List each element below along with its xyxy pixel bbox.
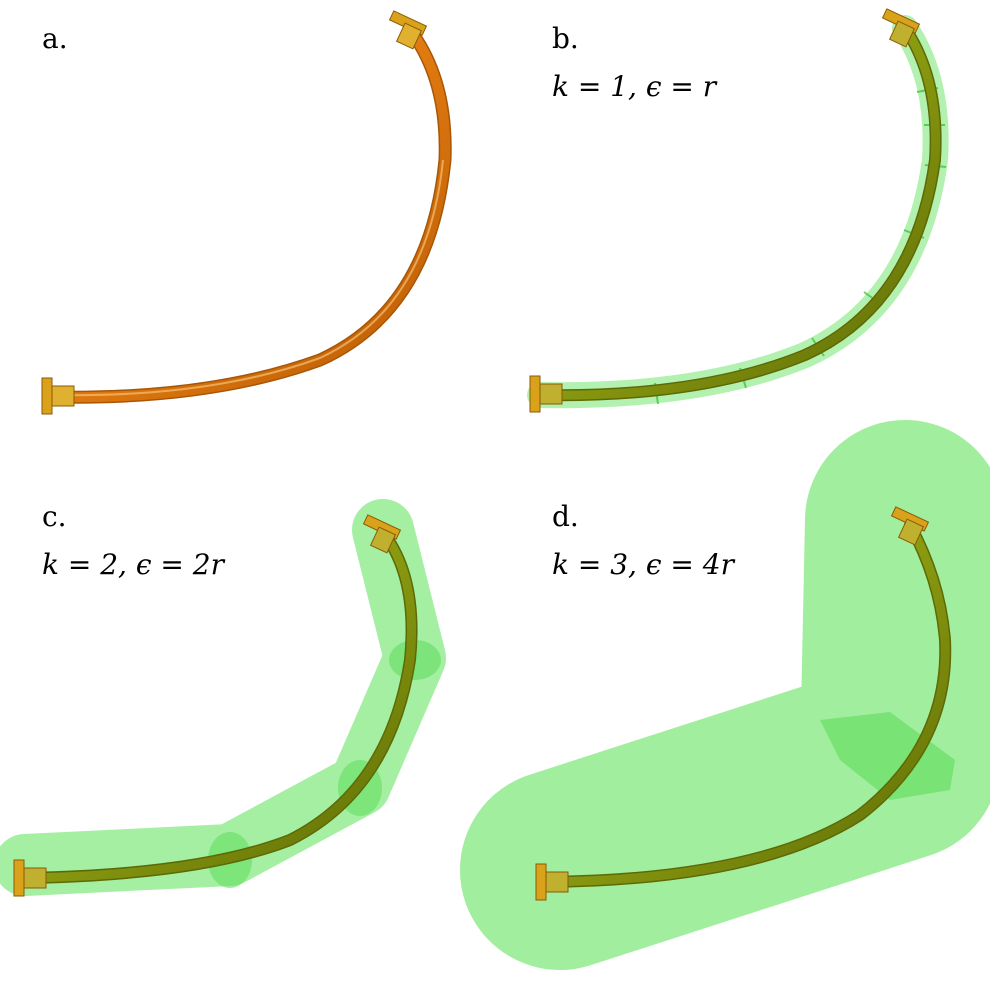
flange-top-a bbox=[388, 10, 428, 50]
panel-c-label: c. bbox=[42, 500, 67, 533]
flange-left-d bbox=[535, 863, 569, 901]
panel-d-caption: k = 3, ϵ = 4r bbox=[552, 548, 734, 581]
hull-joint-d bbox=[820, 712, 955, 800]
flange-left-a bbox=[41, 377, 75, 415]
panel-a-label: a. bbox=[42, 22, 68, 55]
flange-top-c bbox=[362, 514, 402, 554]
panel-b-caption: k = 1, ϵ = r bbox=[552, 70, 717, 103]
panel-d-hull bbox=[460, 420, 990, 970]
panel-c-caption: k = 2, ϵ = 2r bbox=[42, 548, 224, 581]
panel-a-pipe bbox=[41, 10, 452, 415]
flange-top-b bbox=[881, 8, 921, 48]
panel-c-hull bbox=[0, 499, 446, 897]
panel-b-label: b. bbox=[552, 22, 579, 55]
panel-b-hull bbox=[527, 8, 949, 413]
panel-d-label: d. bbox=[552, 500, 579, 533]
flange-top-d bbox=[890, 506, 930, 546]
flange-left-c bbox=[13, 859, 47, 897]
flange-left-b bbox=[529, 375, 563, 413]
